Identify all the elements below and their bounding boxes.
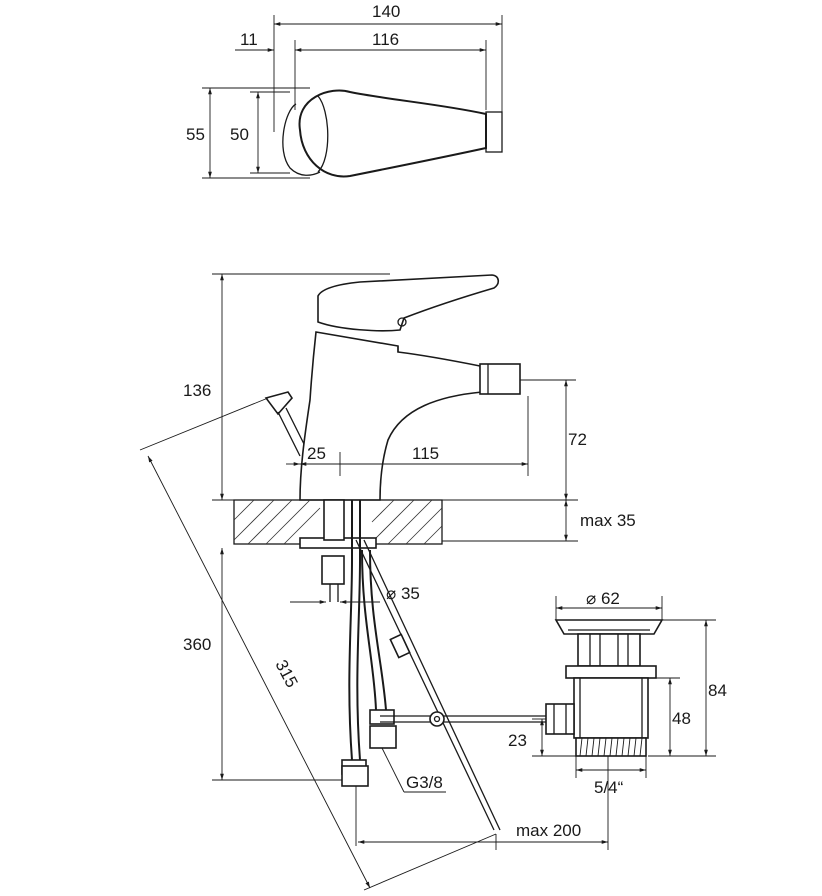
pull-rod	[355, 539, 495, 831]
dim-waste-thread: 5/4“	[594, 778, 624, 797]
dim-spout-height: 72	[568, 430, 587, 449]
faucet-body	[299, 331, 483, 501]
dim-max-deck: max 35	[580, 511, 636, 530]
dim-pull-rod: 315	[271, 657, 301, 691]
dim-overall-length: 140	[372, 2, 400, 21]
hose-right	[361, 549, 377, 711]
dim-height: 136	[183, 381, 211, 400]
dim-shank: ⌀ 35	[386, 584, 420, 603]
dim-thread: G3/8	[406, 773, 443, 792]
dim-inner-width: 50	[230, 125, 249, 144]
waste-view: ⌀ 62	[380, 589, 727, 797]
dim-flange: ⌀ 62	[586, 589, 620, 608]
dim-lever-length: 116	[372, 30, 399, 49]
waste-thread	[575, 737, 647, 757]
dim-body: 48	[672, 709, 691, 728]
dim-max-rod: max 200	[516, 821, 581, 840]
dim-base: 25	[307, 444, 326, 463]
waste-body	[573, 677, 649, 739]
plug-cap	[554, 619, 664, 635]
dim-lever-height: 23	[508, 731, 527, 750]
side-view: 136 25 115 72	[139, 273, 636, 891]
dim-hose-length: 360	[183, 635, 211, 654]
rod-clamp	[429, 711, 445, 727]
dim-offset: 11	[240, 30, 258, 49]
dim-outer-width: 55	[186, 125, 205, 144]
dim-spout-reach: 115	[412, 444, 439, 463]
lever-side	[317, 274, 500, 332]
dim-total: 84	[708, 681, 727, 700]
top-view: 140 116 11 55 50	[186, 2, 503, 179]
